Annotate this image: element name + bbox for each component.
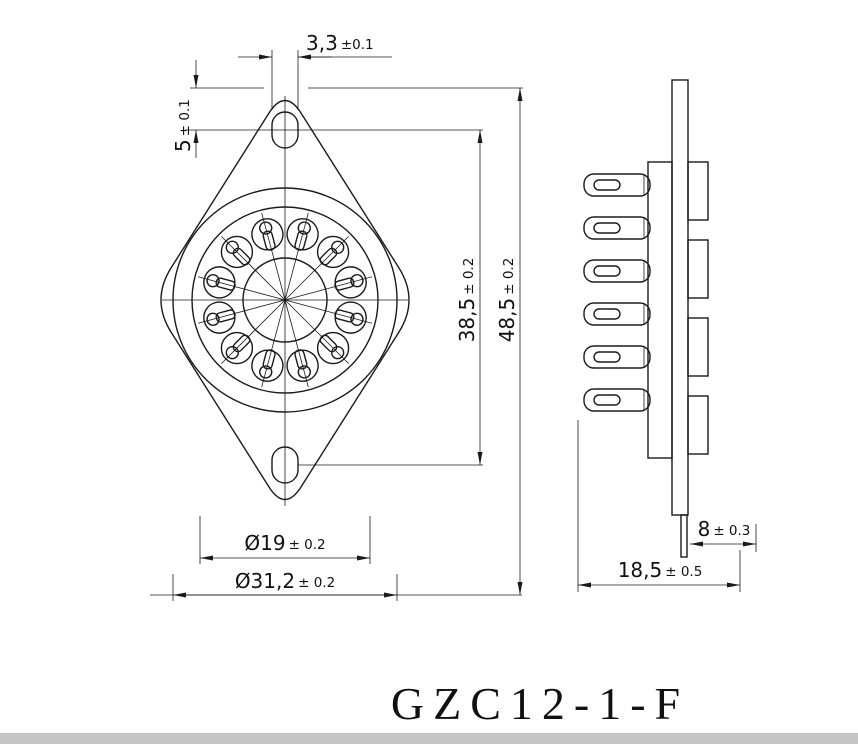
side-tab bbox=[687, 317, 709, 377]
dim-vertex-to-hole: 5± 0.1 bbox=[171, 60, 264, 158]
pin-hole bbox=[284, 299, 319, 388]
side-pin bbox=[583, 216, 651, 240]
side-pin bbox=[583, 173, 651, 197]
drawing-title: GZC12-1-F bbox=[391, 678, 689, 729]
pin-hole bbox=[220, 299, 286, 365]
pin-hole bbox=[284, 266, 373, 301]
pin-hole bbox=[284, 235, 350, 301]
dim-overall-height-label: 48,5± 0.2 bbox=[495, 258, 519, 343]
dim-body-diameter: Ø31,2± 0.2 bbox=[150, 569, 522, 601]
pin-hole bbox=[251, 299, 286, 388]
side-pin bbox=[583, 302, 651, 326]
pin-holes bbox=[197, 212, 373, 388]
pin-hole bbox=[284, 212, 319, 301]
dim-pin-circle-diameter: Ø19± 0.2 bbox=[199, 516, 371, 564]
dim-tail-length: 8± 0.3 bbox=[690, 517, 757, 552]
side-pin bbox=[583, 259, 651, 283]
dim-overall-depth-label: 18,5± 0.5 bbox=[618, 558, 703, 582]
dim-hole-spacing-label: 38,5± 0.2 bbox=[455, 258, 479, 343]
side-pin bbox=[583, 345, 651, 369]
pin-hole bbox=[284, 299, 350, 365]
side-view bbox=[583, 79, 709, 558]
side-tab bbox=[687, 239, 709, 299]
pin-hole bbox=[284, 299, 373, 334]
dim-pin-circle-diameter-label: Ø19± 0.2 bbox=[244, 531, 325, 555]
side-tab bbox=[687, 395, 709, 455]
side-pin bbox=[583, 388, 651, 412]
pin-hole bbox=[251, 212, 286, 301]
flange-outline bbox=[160, 99, 410, 501]
dim-tail-length-label: 8± 0.3 bbox=[698, 517, 751, 541]
dim-slot-width: 3,3±0.1 bbox=[238, 31, 392, 110]
pin-hole bbox=[197, 266, 286, 301]
side-tab bbox=[687, 161, 709, 221]
dim-slot-width-label: 3,3±0.1 bbox=[306, 31, 374, 55]
dim-overall-height: 48,5± 0.2 bbox=[308, 87, 523, 595]
front-view bbox=[160, 96, 410, 506]
pin-hole bbox=[220, 235, 286, 301]
dim-vertex-to-hole-label: 5± 0.1 bbox=[171, 99, 195, 152]
side-tail-pin bbox=[680, 514, 688, 558]
side-wafer bbox=[647, 161, 673, 459]
dim-overall-depth: 18,5± 0.5 bbox=[577, 420, 741, 592]
dim-body-diameter-label: Ø31,2± 0.2 bbox=[235, 569, 335, 593]
side-plate bbox=[671, 79, 689, 516]
footer-bar bbox=[0, 733, 858, 744]
dim-hole-spacing: 38,5± 0.2 bbox=[185, 129, 483, 466]
side-pin-lugs bbox=[583, 173, 651, 412]
pin-hole bbox=[197, 299, 286, 334]
